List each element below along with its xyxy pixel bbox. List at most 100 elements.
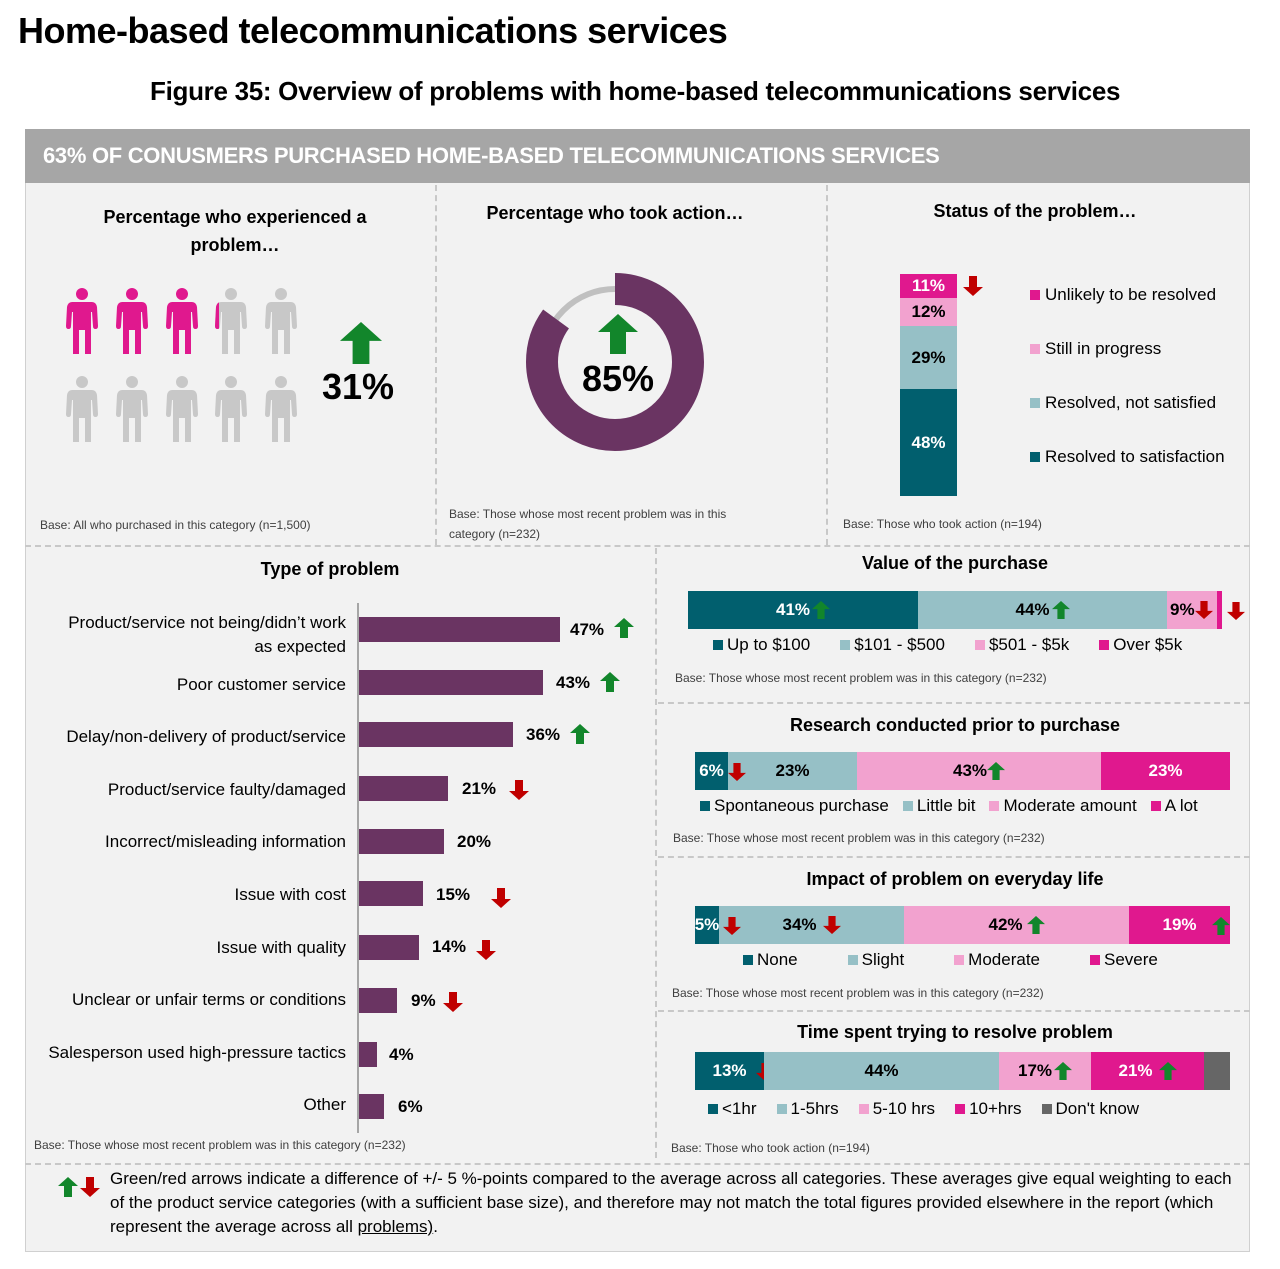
seg-slight: 34% <box>719 906 904 944</box>
research-title: Research conducted prior to purchase <box>789 715 1121 735</box>
status-seg-resolved-not-satisfied: 29% <box>900 326 957 389</box>
research-bar: 6% 23% 43% 23% <box>695 752 1230 790</box>
row-label: Delay/non-delivery of product/service <box>66 727 346 746</box>
type-of-problem-base: Base: Those whose most recent problem wa… <box>34 1138 406 1152</box>
page-title: Home-based telecommunications services <box>18 10 728 51</box>
footnote: Green/red arrows indicate a difference o… <box>110 1169 1232 1236</box>
seg-little-bit: 23% <box>728 752 857 790</box>
experienced-base: Base: All who purchased in this category… <box>40 518 311 532</box>
bar <box>359 670 543 695</box>
bar <box>359 829 444 854</box>
divider <box>826 185 828 545</box>
took-action-title: Percentage who took action… <box>486 203 744 223</box>
value-base: Base: Those whose most recent problem wa… <box>675 671 1047 685</box>
bar <box>359 935 419 960</box>
seg-spontaneous: 6% <box>695 752 728 790</box>
seg-severe: 19% <box>1129 906 1230 944</box>
bar <box>359 776 448 801</box>
down-arrow-icon <box>509 780 529 800</box>
divider <box>658 1010 1250 1012</box>
legend-in-progress: Still in progress <box>1030 339 1161 359</box>
time-spent-title: Time spent trying to resolve problem <box>797 1022 1113 1042</box>
bar-value: 4% <box>389 1045 414 1064</box>
seg-up-to-100: 41% <box>688 591 918 629</box>
up-arrow-icon <box>570 724 590 744</box>
type-of-problem-title: Type of problem <box>260 559 400 579</box>
seg-lt-1hr: 13% <box>695 1052 774 1090</box>
took-action-base: Base: Those whose most recent problem wa… <box>449 507 727 541</box>
up-arrow-icon <box>614 618 634 638</box>
pictogram <box>66 288 306 448</box>
up-arrow-icon <box>598 314 638 354</box>
bar-value: 9% <box>411 991 436 1010</box>
bar-value: 20% <box>457 832 492 851</box>
seg-moderate: 42% <box>904 906 1129 944</box>
down-arrow-icon <box>443 992 463 1012</box>
status-seg-resolved-satisfied: 48% <box>900 389 957 496</box>
seg-dont-know <box>1204 1052 1230 1090</box>
took-action-value: 85% <box>581 358 655 399</box>
divider <box>25 545 1250 547</box>
bar <box>359 1042 377 1067</box>
status-stacked-bar: 11% 12% 29% 48% <box>900 274 957 496</box>
impact-base: Base: Those whose most recent problem wa… <box>672 986 1044 1000</box>
row-label: Salesperson used high-pressure tactics <box>48 1043 346 1062</box>
seg-moderate: 43% <box>857 752 1101 790</box>
bar <box>359 617 560 642</box>
divider <box>435 185 437 545</box>
time-spent-bar: 13% 44% 17% 21% <box>695 1052 1230 1090</box>
figure-title: Figure 35: Overview of problems with hom… <box>150 76 1121 106</box>
up-arrow-icon <box>600 672 620 692</box>
down-arrow-icon <box>491 888 511 908</box>
row-label: Issue with quality <box>216 938 346 957</box>
bar <box>359 1094 384 1119</box>
bar-value: 6% <box>398 1097 423 1116</box>
legend-resolved-not-satisfied: Resolved, not satisfied <box>1030 393 1216 413</box>
bar <box>359 881 423 906</box>
time-spent-base: Base: Those who took action (n=194) <box>671 1141 870 1155</box>
divider <box>655 548 657 1158</box>
time-spent-legend: <1hr 1-5hrs 5-10 hrs 10+hrs Don't know <box>708 1099 1139 1119</box>
value-of-purchase-title: Value of the purchase <box>861 553 1049 573</box>
legend-unlikely: Unlikely to be resolved <box>1030 285 1216 305</box>
legend-resolved-satisfied: Resolved to satisfaction <box>1030 447 1225 467</box>
seg-10plus-hrs: 21% <box>1091 1052 1204 1090</box>
value-legend: Up to $100 $101 - $500 $501 - $5k Over $… <box>713 635 1182 655</box>
status-seg-unlikely: 11% <box>900 274 957 298</box>
up-arrow-icon <box>340 322 382 364</box>
down-arrow-icon <box>476 940 496 960</box>
row-label: Product/service faulty/damaged <box>107 780 346 799</box>
up-arrow-icon <box>58 1177 78 1197</box>
y-axis <box>357 603 359 1133</box>
status-base: Base: Those who took action (n=194) <box>843 517 1042 531</box>
divider <box>658 856 1250 858</box>
experienced-title: Percentage who experienced a problem… <box>103 207 367 255</box>
divider <box>658 702 1250 704</box>
status-title: Status of the problem… <box>933 201 1137 221</box>
bar-value: 43% <box>556 673 591 692</box>
row-label: Incorrect/misleading information <box>105 832 346 851</box>
research-base: Base: Those whose most recent problem wa… <box>673 831 1045 845</box>
seg-5-10hrs: 17% <box>999 1052 1091 1090</box>
row-label: Unclear or unfair terms or conditions <box>71 990 346 1009</box>
seg-over-5k <box>1217 591 1222 629</box>
bar <box>359 988 397 1013</box>
impact-title: Impact of problem on everyday life <box>806 869 1104 889</box>
research-legend: Spontaneous purchase Little bit Moderate… <box>700 796 1198 816</box>
down-arrow-icon <box>963 276 983 296</box>
bar-value: 15% <box>436 885 471 904</box>
seg-a-lot: 23% <box>1101 752 1230 790</box>
row-label: Other <box>303 1095 346 1114</box>
seg-none: 5% <box>695 906 719 944</box>
down-arrow-icon <box>80 1177 100 1197</box>
divider <box>25 1163 1250 1165</box>
bar-value: 47% <box>570 620 605 639</box>
status-seg-in-progress: 12% <box>900 298 957 326</box>
bar-value: 36% <box>526 725 561 744</box>
seg-101-500: 44% <box>918 591 1167 629</box>
took-action-donut <box>526 273 704 451</box>
impact-legend: None Slight Moderate Severe <box>743 950 1158 970</box>
bar <box>359 722 513 747</box>
value-of-purchase-bar: 41% 44% 9% <box>688 591 1224 629</box>
